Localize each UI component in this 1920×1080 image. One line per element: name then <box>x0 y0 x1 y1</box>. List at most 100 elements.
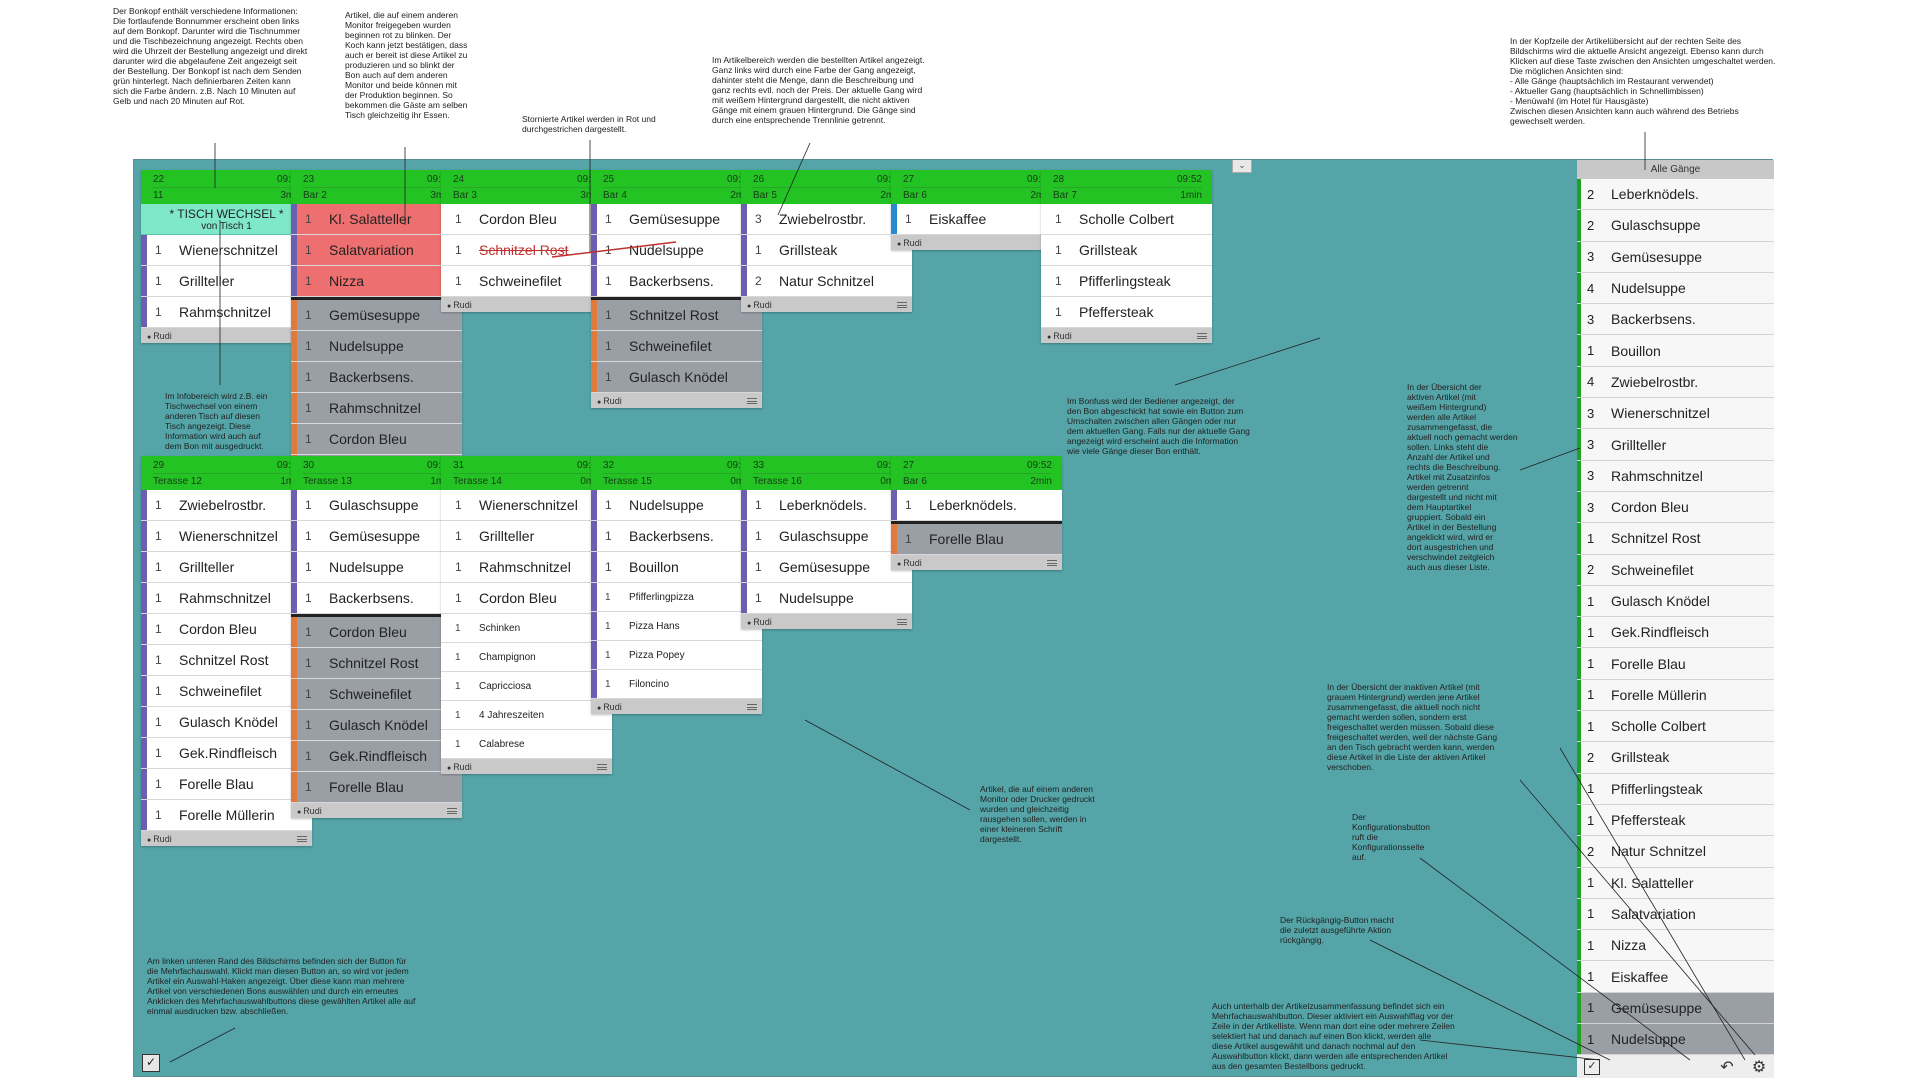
course-toggle-button[interactable] <box>747 397 757 404</box>
course-toggle-button[interactable] <box>897 301 907 308</box>
course-toggle-button[interactable] <box>447 807 457 814</box>
course-toggle-button[interactable] <box>597 763 607 770</box>
config-button[interactable]: ⚙ <box>1750 1058 1768 1076</box>
multi-select-button[interactable]: ✓ <box>142 1054 160 1072</box>
course-toggle-button[interactable] <box>1047 559 1057 566</box>
course-toggle-button[interactable] <box>897 618 907 625</box>
undo-button[interactable]: ↶ <box>1718 1058 1736 1076</box>
summary-multi-select-button[interactable]: ✓ <box>1583 1058 1601 1076</box>
course-toggle-button[interactable] <box>747 703 757 710</box>
